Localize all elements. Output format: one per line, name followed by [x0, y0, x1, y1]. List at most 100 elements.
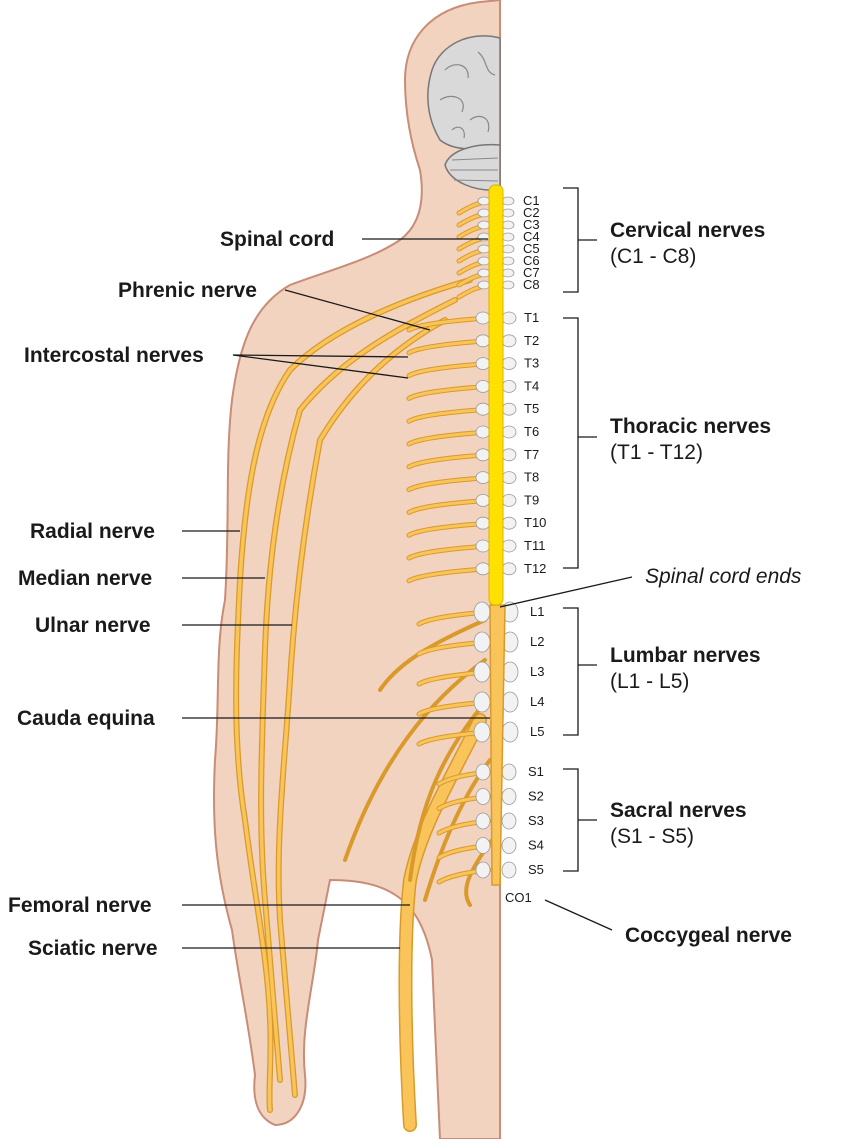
segment-label-t4: T4	[524, 378, 539, 393]
spinal-cord	[489, 185, 503, 605]
segment-label-l1: L1	[530, 604, 544, 619]
vertebra-l5	[474, 722, 490, 742]
cauda-equina-label: Cauda equina	[17, 707, 155, 730]
segment-label-t3: T3	[524, 356, 539, 371]
sacral-nerves-title: Sacral nerves	[610, 799, 747, 822]
vertebra-t6	[476, 426, 490, 438]
vertebra-l1	[474, 602, 490, 622]
spinal-cord-ends-label: Spinal cord ends	[645, 565, 802, 588]
sciatic-nerve-label: Sciatic nerve	[28, 937, 158, 960]
vertebra-c4	[502, 233, 514, 241]
segment-label-t12: T12	[524, 561, 546, 576]
vertebra-s4	[476, 838, 490, 854]
vertebra-t10	[476, 517, 490, 529]
vertebra-t6	[502, 426, 516, 438]
vertebra-s1	[502, 764, 516, 780]
vertebra-t7	[502, 449, 516, 461]
vertebra-s5	[476, 862, 490, 878]
femoral-nerve-label: Femoral nerve	[8, 894, 152, 917]
vertebra-c6	[478, 257, 490, 265]
vertebra-t8	[502, 472, 516, 484]
vertebra-s3	[502, 813, 516, 829]
vertebra-t4	[476, 380, 490, 392]
segment-label-s1: S1	[528, 764, 544, 779]
segment-label-t11: T11	[524, 538, 545, 553]
vertebra-t8	[476, 472, 490, 484]
vertebra-t2	[502, 335, 516, 347]
vertebra-t4	[502, 380, 516, 392]
vertebra-c6	[502, 257, 514, 265]
vertebra-s1	[476, 764, 490, 780]
segment-label-s2: S2	[528, 789, 544, 804]
vertebra-t3	[502, 358, 516, 370]
lumbar-nerves-range: (L1 - L5)	[610, 670, 689, 693]
vertebra-l5	[502, 722, 518, 742]
segment-label-l3: L3	[530, 664, 544, 679]
vertebra-l2	[474, 632, 490, 652]
cervical-nerves-title: Cervical nerves	[610, 219, 765, 242]
vertebra-c2	[478, 209, 490, 217]
vertebra-c7	[478, 269, 490, 277]
vertebra-s5	[502, 862, 516, 878]
vertebra-t9	[502, 494, 516, 506]
vertebra-c8	[502, 281, 514, 289]
vertebra-t9	[476, 494, 490, 506]
segment-label-l4: L4	[530, 694, 544, 709]
thoracic-nerves-range: (T1 - T12)	[610, 441, 703, 464]
radial-nerve-label: Radial nerve	[30, 520, 155, 543]
vertebra-l4	[474, 692, 490, 712]
median-nerve-label: Median nerve	[18, 567, 152, 590]
vertebra-c7	[502, 269, 514, 277]
spinal-cord-label: Spinal cord	[220, 228, 334, 251]
coccygeal-nerve-title: Coccygeal nerve	[625, 924, 792, 947]
segment-label-t7: T7	[524, 447, 539, 462]
brackets	[563, 188, 597, 871]
segment-label-t9: T9	[524, 492, 539, 507]
vertebra-t1	[476, 312, 490, 324]
ulnar-nerve-label: Ulnar nerve	[35, 614, 151, 637]
segment-label-s3: S3	[528, 813, 544, 828]
segment-label-l2: L2	[530, 634, 544, 649]
phrenic-nerve-label: Phrenic nerve	[118, 279, 257, 302]
segment-label-t5: T5	[524, 401, 539, 416]
segment-label-t8: T8	[524, 470, 539, 485]
segment-label-co1: CO1	[505, 890, 532, 905]
lumbar-nerves-title: Lumbar nerves	[610, 644, 761, 667]
vertebra-c2	[502, 209, 514, 217]
segment-label-s4: S4	[528, 838, 544, 853]
vertebra-t2	[476, 335, 490, 347]
vertebra-c8	[478, 281, 490, 289]
segment-label-s5: S5	[528, 862, 544, 877]
vertebra-s3	[476, 813, 490, 829]
vertebra-c5	[478, 245, 490, 253]
intercostal-nerves-label: Intercostal nerves	[24, 344, 204, 367]
vertebra-l4	[502, 692, 518, 712]
segment-label-l5: L5	[530, 724, 544, 739]
vertebra-t5	[502, 403, 516, 415]
segment-label-t2: T2	[524, 333, 539, 348]
vertebra-t7	[476, 449, 490, 461]
thoracic-nerves-title: Thoracic nerves	[610, 415, 771, 438]
vertebra-s4	[502, 838, 516, 854]
vertebra-t11	[476, 540, 490, 552]
vertebra-c1	[502, 197, 514, 205]
vertebra-t12	[502, 563, 516, 575]
vertebra-t5	[476, 403, 490, 415]
vertebra-t10	[502, 517, 516, 529]
cervical-nerves-range: (C1 - C8)	[610, 245, 696, 268]
vertebra-c3	[478, 221, 490, 229]
segment-label-t6: T6	[524, 424, 539, 439]
vertebra-c3	[502, 221, 514, 229]
vertebra-t1	[502, 312, 516, 324]
vertebra-t12	[476, 563, 490, 575]
vertebra-t11	[502, 540, 516, 552]
coccygeal-leader	[545, 900, 612, 930]
segment-label-t10: T10	[524, 515, 546, 530]
vertebra-c1	[478, 197, 490, 205]
segment-label-c8: C8	[523, 277, 540, 292]
vertebra-l3	[474, 662, 490, 682]
segment-label-t1: T1	[524, 310, 539, 325]
sacral-nerves-range: (S1 - S5)	[610, 825, 694, 848]
vertebra-t3	[476, 358, 490, 370]
